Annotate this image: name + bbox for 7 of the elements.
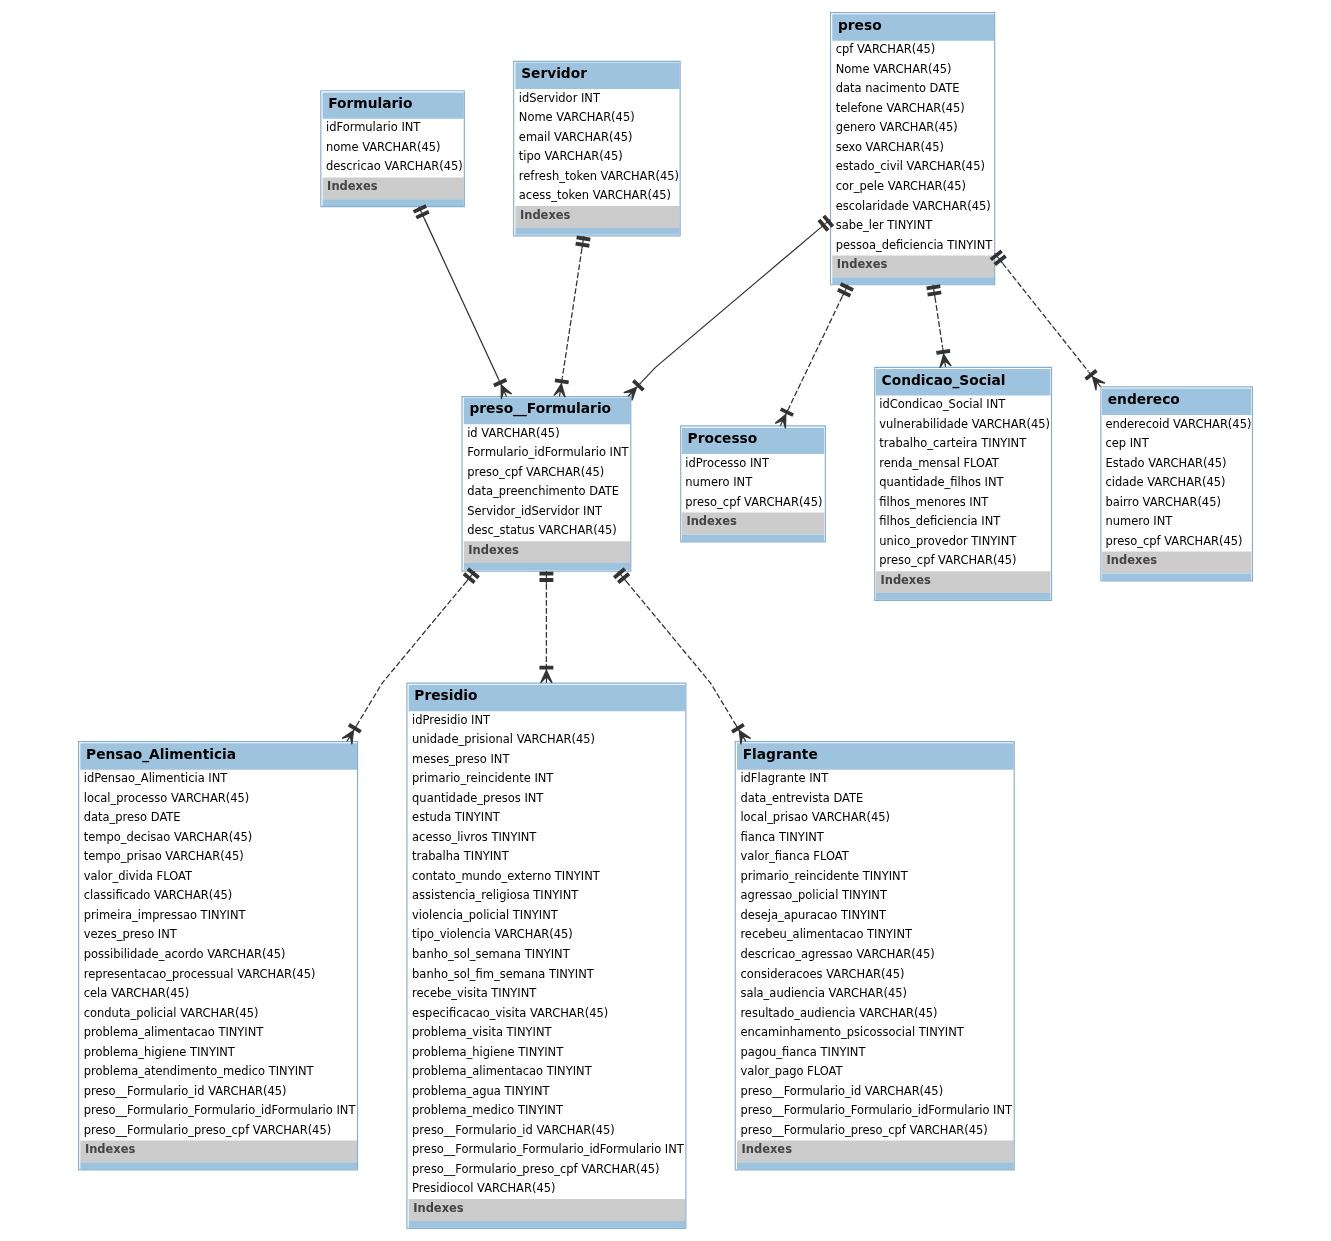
connector (341, 567, 480, 745)
connector (553, 235, 591, 398)
connector (774, 282, 854, 429)
connector (412, 204, 513, 400)
connector (989, 249, 1106, 391)
connector (612, 567, 752, 745)
connector (623, 214, 835, 401)
